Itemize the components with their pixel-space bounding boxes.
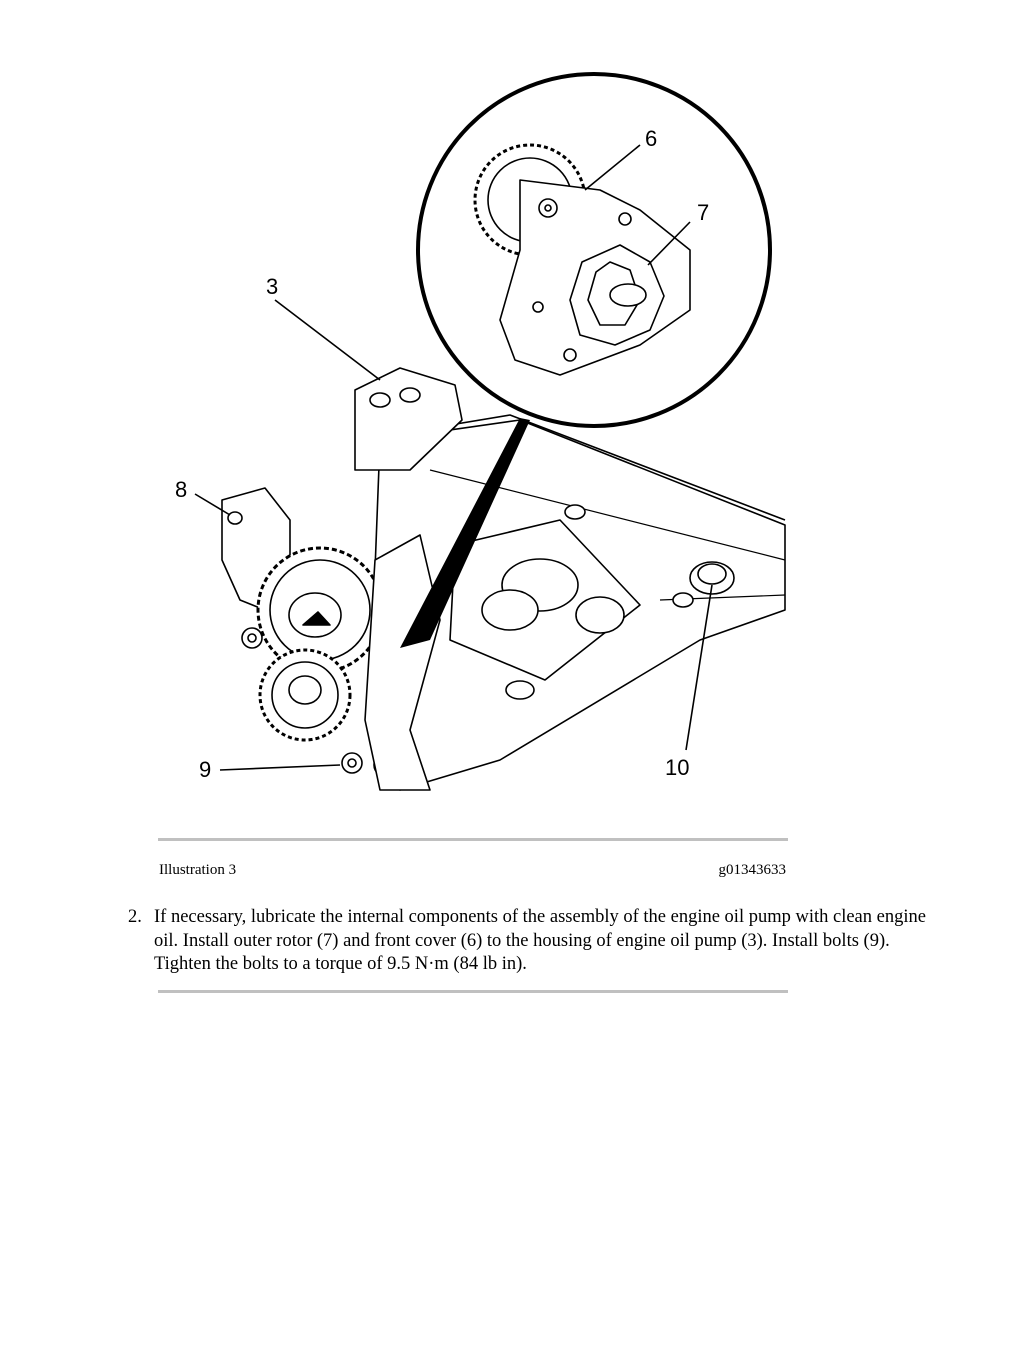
callout-6: 6 — [645, 126, 657, 151]
callout-10: 10 — [665, 755, 689, 780]
step-number: 2. — [128, 907, 142, 927]
step-rule-bottom — [158, 990, 788, 993]
callout-3: 3 — [266, 274, 278, 299]
illustration-id: g01343633 — [718, 862, 787, 878]
step-text: If necessary, lubricate the internal com… — [154, 907, 926, 974]
callout-7: 7 — [697, 200, 709, 225]
illustration-label: Illustration 3 — [159, 862, 237, 878]
caption-rule-top — [158, 838, 788, 841]
engine-oil-pump-illustration: 6 7 3 8 9 10 — [175, 72, 786, 791]
callout-9: 9 — [199, 757, 211, 782]
callout-8: 8 — [175, 477, 187, 502]
